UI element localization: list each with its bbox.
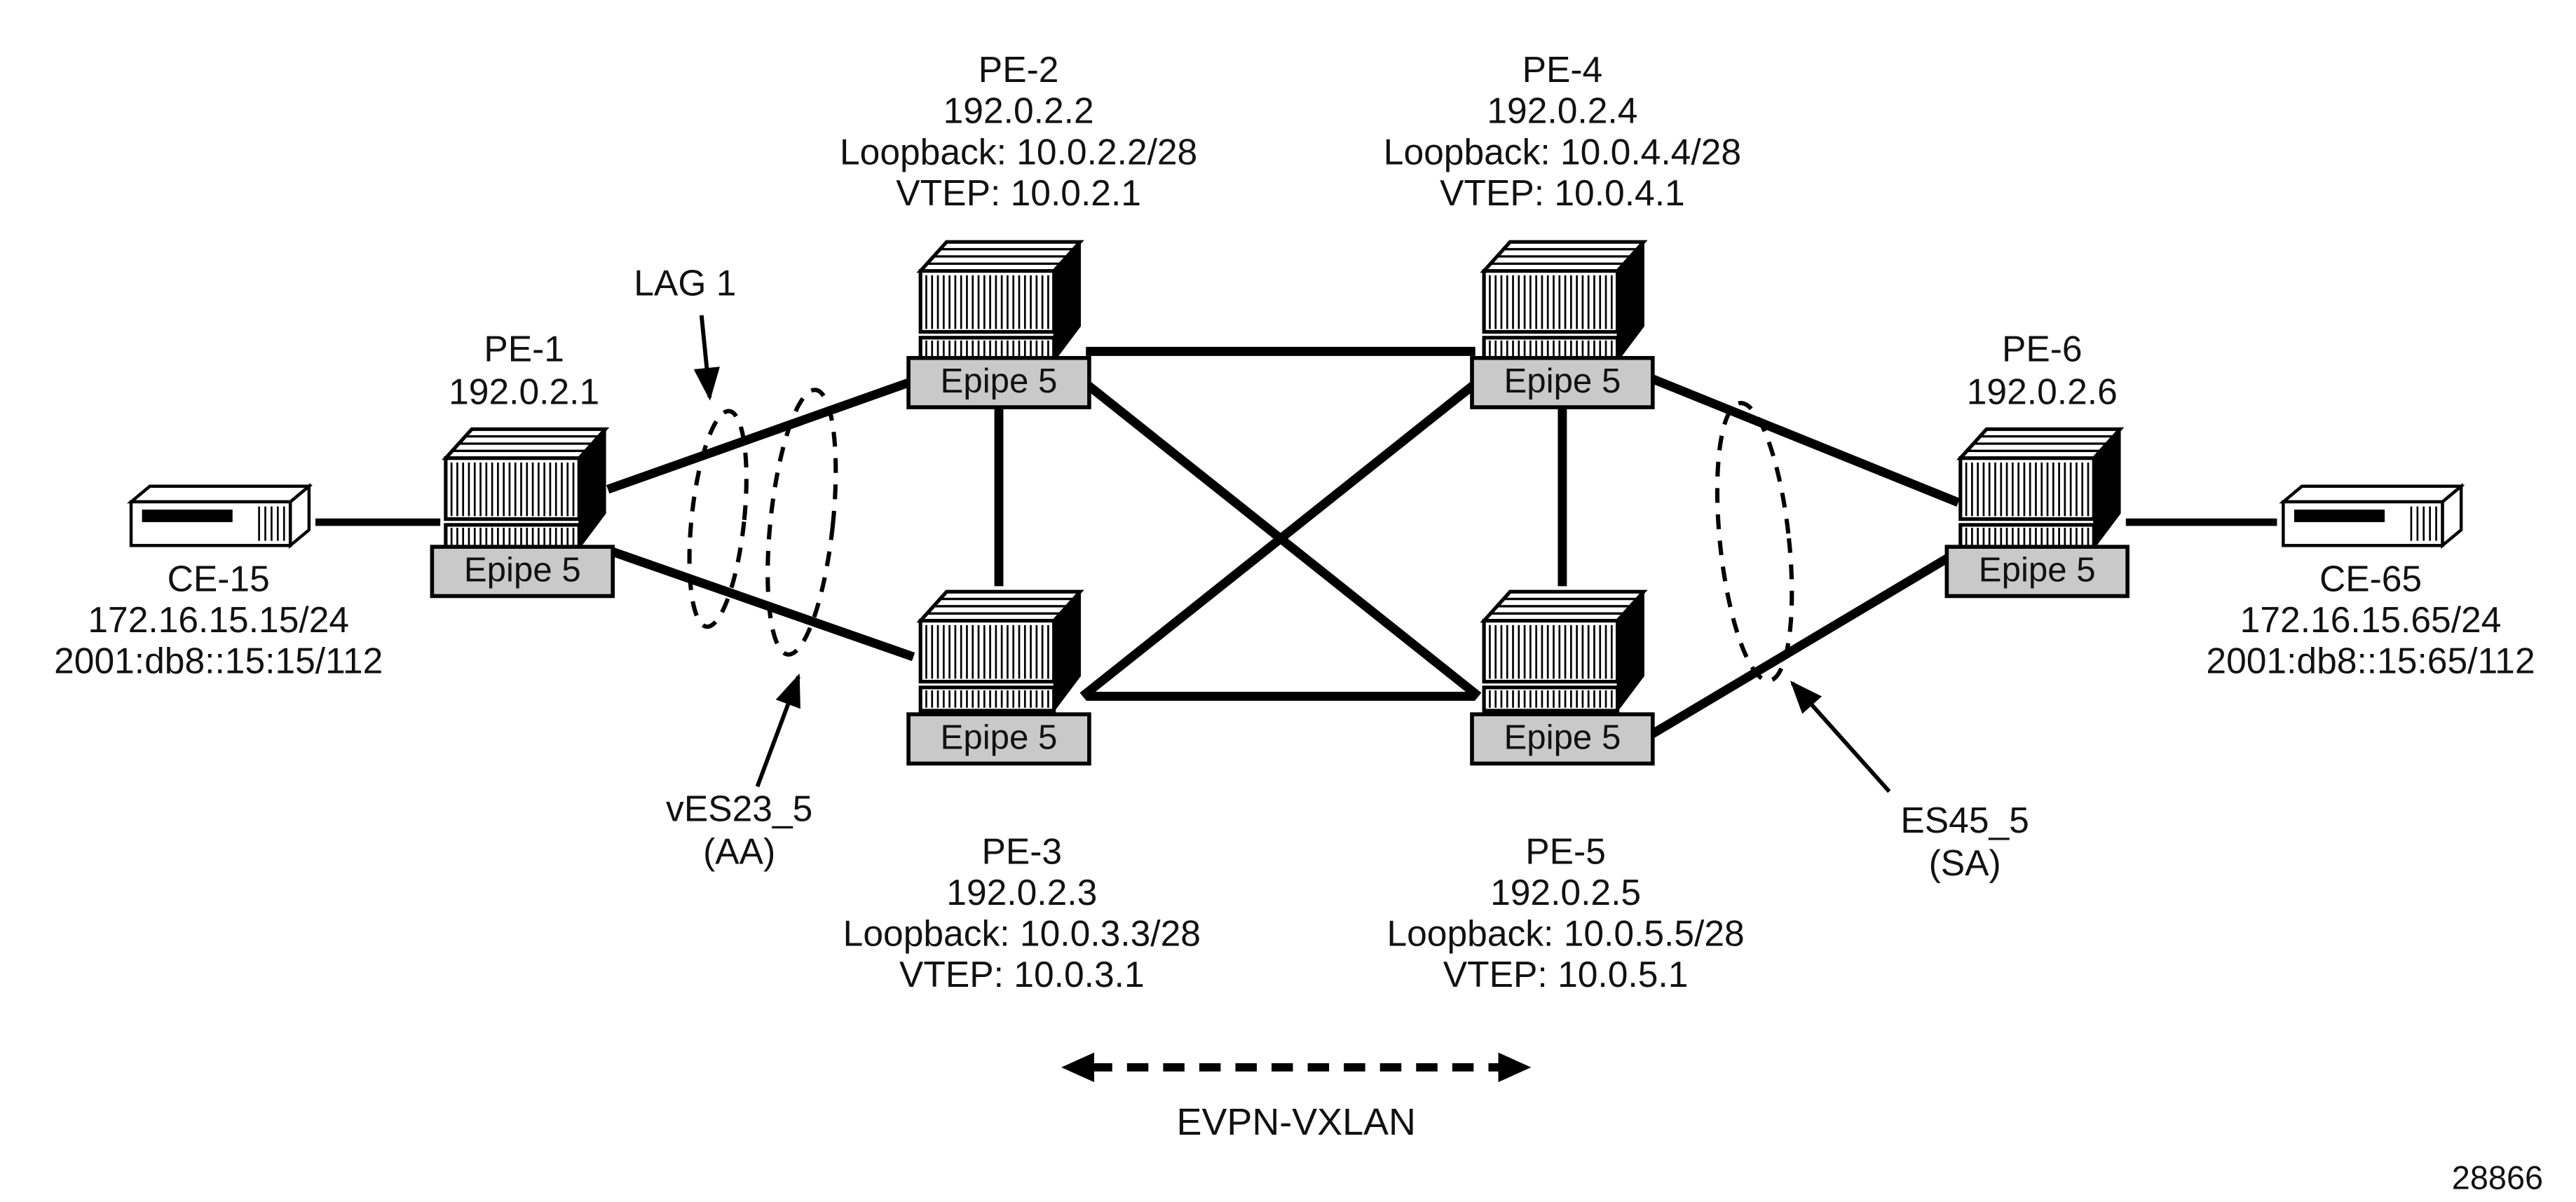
router-icon bbox=[446, 429, 606, 548]
node-pe1: PE-1 192.0.2.1 Epipe 5 bbox=[430, 328, 615, 599]
router-icon bbox=[920, 592, 1080, 711]
router-icon bbox=[1484, 592, 1644, 711]
pe1-service-box bbox=[430, 545, 615, 599]
link-pe5-pe6 bbox=[1647, 547, 1961, 740]
link-pe1-pe2 bbox=[606, 376, 915, 494]
es45-ellipse-icon bbox=[1715, 400, 1794, 683]
pe5-service-label: Epipe 5 bbox=[1504, 718, 1621, 756]
ves23-label: vES23_5 bbox=[666, 788, 812, 828]
lag-arrow bbox=[693, 315, 720, 401]
pe1-service-label: Epipe 5 bbox=[464, 550, 581, 589]
pe2-service-label: Epipe 5 bbox=[941, 362, 1058, 400]
node-ce15: CE-15 172.16.15.15/24 2001:db8::15:15/11… bbox=[54, 486, 383, 681]
pe3-service-label: Epipe 5 bbox=[941, 718, 1058, 756]
link-pe4-pe6 bbox=[1647, 373, 1961, 507]
pe2-loopback: Loopback: 10.0.2.2/28 bbox=[840, 131, 1197, 172]
pe4-ip: 192.0.2.4 bbox=[1487, 90, 1637, 131]
pe5-vtep: VTEP: 10.0.5.1 bbox=[1443, 954, 1689, 995]
pe5-title: PE-5 bbox=[1525, 831, 1606, 871]
ce65-ipv4: 172.16.15.65/24 bbox=[2240, 599, 2502, 640]
node-pe6: PE-6 192.0.2.6 Epipe 5 bbox=[1944, 328, 2129, 599]
pe2-title: PE-2 bbox=[979, 49, 1059, 90]
ce-device-icon bbox=[131, 486, 309, 546]
ce65-title: CE-65 bbox=[2319, 558, 2422, 599]
pe2-service-box bbox=[906, 355, 1091, 409]
node-pe2: PE-2 192.0.2.2 Loopback: 10.0.2.2/28 VTE… bbox=[840, 49, 1197, 409]
lag-label: LAG 1 bbox=[634, 263, 736, 303]
annotation-ves23: vES23_5 (AA) bbox=[666, 673, 812, 871]
lag-ellipse-icon bbox=[687, 409, 749, 629]
pe3-ip: 192.0.2.3 bbox=[946, 872, 1097, 913]
ves23-mode-label: (AA) bbox=[703, 831, 775, 871]
link-pe3-pe4 bbox=[1079, 377, 1482, 700]
ves23-arrow bbox=[755, 673, 800, 788]
es45-label: ES45_5 bbox=[1900, 800, 2029, 840]
ves23-ellipse-icon bbox=[765, 388, 838, 657]
pe6-service-box bbox=[1944, 545, 2129, 599]
ce15-ipv6: 2001:db8::15:15/112 bbox=[54, 641, 383, 681]
evpn-arrowhead-left bbox=[1061, 1052, 1094, 1082]
pe3-title: PE-3 bbox=[981, 831, 1062, 871]
pe1-ip: 192.0.2.1 bbox=[449, 371, 599, 411]
pe4-service-label: Epipe 5 bbox=[1504, 362, 1621, 400]
topology-links bbox=[315, 346, 2277, 740]
pe2-ip: 192.0.2.2 bbox=[943, 90, 1094, 131]
evpn-arrowhead-right bbox=[1498, 1052, 1532, 1082]
router-icon bbox=[1484, 242, 1644, 361]
node-pe3: Epipe 5 PE-3 192.0.2.3 Loopback: 10.0.3.… bbox=[843, 592, 1201, 995]
router-icon bbox=[1961, 429, 2120, 548]
router-icon bbox=[920, 242, 1080, 361]
pe2-vtep: VTEP: 10.0.2.1 bbox=[896, 172, 1141, 213]
pe6-service-label: Epipe 5 bbox=[1979, 550, 2096, 589]
pe4-loopback: Loopback: 10.0.4.4/28 bbox=[1384, 131, 1741, 172]
pe6-title: PE-6 bbox=[2002, 328, 2083, 369]
evpn-vxlan-label: EVPN-VXLAN bbox=[1177, 1101, 1416, 1143]
node-pe5: Epipe 5 PE-5 192.0.2.5 Loopback: 10.0.5.… bbox=[1386, 592, 1745, 995]
pe5-ip: 192.0.2.5 bbox=[1490, 872, 1641, 913]
pe4-service-box bbox=[1470, 355, 1655, 409]
link-pe1-pe3 bbox=[606, 545, 915, 662]
pe3-loopback: Loopback: 10.0.3.3/28 bbox=[843, 913, 1201, 954]
pe4-title: PE-4 bbox=[1522, 49, 1603, 90]
es45-mode-label: (SA) bbox=[1929, 842, 2001, 883]
annotation-es45: ES45_5 (SA) bbox=[1790, 681, 2029, 883]
pe3-service-box bbox=[906, 712, 1091, 766]
annotation-evpn-vxlan: EVPN-VXLAN bbox=[1061, 1052, 1532, 1143]
pe5-service-box bbox=[1470, 712, 1655, 766]
node-ce65: CE-65 172.16.15.65/24 2001:db8::15:65/11… bbox=[2206, 486, 2535, 681]
ce15-title: CE-15 bbox=[168, 558, 270, 599]
figure-number: 28866 bbox=[2452, 1159, 2543, 1196]
pe5-loopback: Loopback: 10.0.5.5/28 bbox=[1386, 913, 1744, 954]
pe3-vtep: VTEP: 10.0.3.1 bbox=[899, 954, 1145, 995]
ce15-ipv4: 172.16.15.15/24 bbox=[88, 599, 349, 640]
pe1-title: PE-1 bbox=[484, 328, 564, 369]
node-pe4: PE-4 192.0.2.4 Loopback: 10.0.4.4/28 VTE… bbox=[1384, 49, 1741, 409]
pe4-vtep: VTEP: 10.0.4.1 bbox=[1440, 172, 1685, 213]
ce-device-icon bbox=[2283, 486, 2461, 546]
annotation-lag: LAG 1 bbox=[634, 263, 736, 401]
pe6-ip: 192.0.2.6 bbox=[1967, 371, 2118, 411]
es45-arrow bbox=[1790, 681, 1891, 793]
ce65-ipv6: 2001:db8::15:65/112 bbox=[2206, 641, 2535, 681]
